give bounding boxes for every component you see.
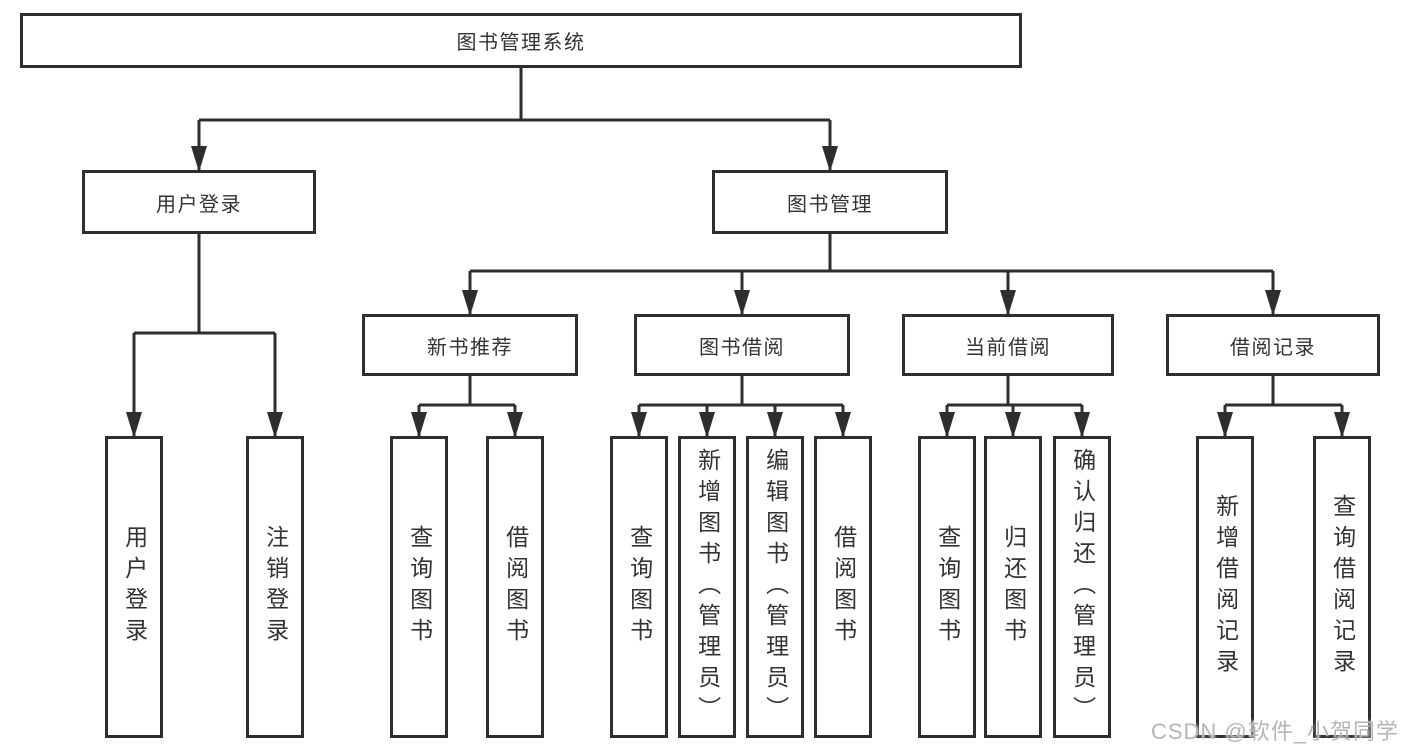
leaf-label: 查询借阅记录 <box>1329 494 1356 680</box>
node-label: 当前借阅 <box>965 336 1051 359</box>
node-book-management: 图书管理 <box>712 170 948 234</box>
leaf-label: 编辑图书（管理员） <box>762 447 789 727</box>
leaf-label: 查询图书 <box>626 525 653 649</box>
node-label: 借阅记录 <box>1230 336 1316 359</box>
leaf-add-books-admin: 新增图书（管理员） <box>678 436 736 738</box>
node-label: 图书管理 <box>787 193 873 216</box>
leaf-label: 归还图书 <box>1000 525 1027 649</box>
leaf-query-borrow-record: 查询借阅记录 <box>1313 436 1371 738</box>
leaf-label: 注销登录 <box>262 525 289 649</box>
leaf-label: 借阅图书 <box>830 525 857 649</box>
leaf-label: 确认归还（管理员） <box>1069 447 1096 727</box>
leaf-label: 用户登录 <box>121 525 148 649</box>
node-new-book-recommendation: 新书推荐 <box>362 314 578 376</box>
node-label: 图书借阅 <box>699 336 785 359</box>
node-label: 新书推荐 <box>427 336 513 359</box>
node-label: 用户登录 <box>156 193 242 216</box>
leaf-confirm-return-admin: 确认归还（管理员） <box>1053 436 1111 738</box>
node-book-borrowing: 图书借阅 <box>634 314 850 376</box>
node-borrowing-records: 借阅记录 <box>1166 314 1380 376</box>
node-user-login: 用户登录 <box>82 170 316 234</box>
watermark: CSDN @软件_小贺同学 <box>1150 719 1399 744</box>
leaf-borrow-books-recommend: 借阅图书 <box>486 436 544 738</box>
leaf-label: 新增借阅记录 <box>1212 494 1239 680</box>
leaf-label: 查询图书 <box>406 525 433 649</box>
node-current-borrowing: 当前借阅 <box>902 314 1114 376</box>
leaf-label: 借阅图书 <box>502 525 529 649</box>
leaf-return-books: 归还图书 <box>984 436 1042 738</box>
node-library-system: 图书管理系统 <box>20 13 1022 68</box>
leaf-edit-books-admin: 编辑图书（管理员） <box>746 436 804 738</box>
leaf-label: 新增图书（管理员） <box>694 447 721 727</box>
leaf-user-login: 用户登录 <box>105 436 163 738</box>
leaf-logout-login: 注销登录 <box>246 436 304 738</box>
leaf-query-books-current: 查询图书 <box>918 436 976 738</box>
leaf-label: 查询图书 <box>934 525 961 649</box>
leaf-add-borrow-record: 新增借阅记录 <box>1196 436 1254 738</box>
leaf-borrow-books-borrow: 借阅图书 <box>814 436 872 738</box>
leaf-query-books-recommend: 查询图书 <box>390 436 448 738</box>
node-label: 图书管理系统 <box>456 32 586 54</box>
leaf-query-books-borrow: 查询图书 <box>610 436 668 738</box>
